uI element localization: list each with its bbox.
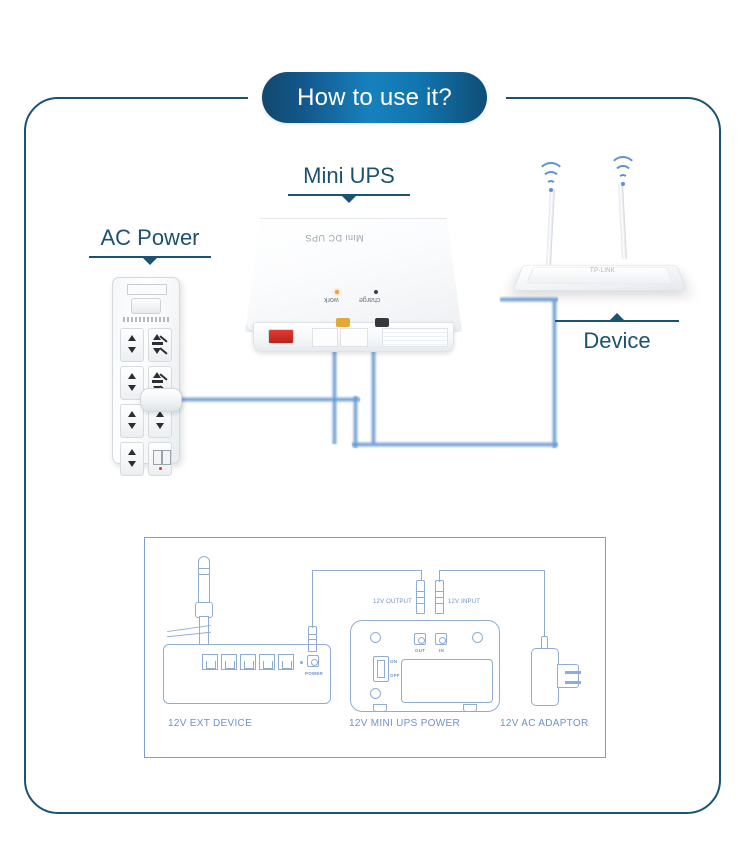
heading-device-label: Device xyxy=(583,328,651,353)
cable-ac-drop xyxy=(352,396,359,448)
charge-led-label: charge xyxy=(359,296,381,303)
mini-ups-top-shell xyxy=(245,218,462,332)
work-led-label: work xyxy=(324,296,339,303)
ethernet-port xyxy=(202,654,218,670)
mini-ups-front-panel xyxy=(253,322,454,352)
adaptor-prong xyxy=(565,671,581,674)
power-strip-rating-label xyxy=(127,284,167,295)
case-screw xyxy=(370,688,381,699)
ethernet-port xyxy=(259,654,275,670)
wifi-router-device: TP-LINK xyxy=(510,156,690,305)
heading-underline xyxy=(288,194,410,203)
charge-led-indicator xyxy=(374,290,378,294)
antenna-band xyxy=(199,568,209,570)
socket-outlet-universal[interactable] xyxy=(148,328,172,362)
heading-ac-power-label: AC Power xyxy=(100,225,200,250)
switch-on-label: ON xyxy=(390,659,398,664)
ups-foot xyxy=(463,704,477,712)
wifi-signal-icon xyxy=(608,156,638,186)
ac-adaptor-body xyxy=(531,648,559,706)
heading-device: Device xyxy=(555,313,679,354)
ext-device-led xyxy=(300,661,303,664)
title-badge: How to use it? xyxy=(262,72,487,123)
router-antenna-left xyxy=(545,187,556,267)
heading-overline xyxy=(555,313,679,322)
ac-adaptor-prong-base xyxy=(557,664,579,688)
ext-device-antenna-tip xyxy=(198,556,210,604)
ext-device-power-label: POWER xyxy=(305,671,324,676)
antenna-band xyxy=(199,574,209,576)
router-antenna-right xyxy=(617,181,628,261)
router-logo: TP-LINK xyxy=(590,268,616,274)
caption-mini-ups-power: 12V MINI UPS POWER xyxy=(349,718,460,729)
mini-ups-spec-sticker xyxy=(382,328,448,347)
socket-outlet[interactable] xyxy=(120,366,144,400)
cable-device-riser xyxy=(551,300,558,448)
socket-outlet[interactable] xyxy=(120,442,144,476)
heading-mini-ups-label: Mini UPS xyxy=(303,163,395,188)
wire-ext-horizontal xyxy=(312,570,422,572)
wire-adaptor-vertical xyxy=(544,570,546,642)
caption-ext-device: 12V EXT DEVICE xyxy=(168,718,253,729)
cable-device-lead xyxy=(500,296,558,303)
ups-in-label: IN xyxy=(439,648,444,653)
mini-ups-power-switch[interactable] xyxy=(268,329,294,344)
usb-port-icon xyxy=(162,450,171,465)
ups-out-jack xyxy=(414,633,426,645)
ext-device-power-jack xyxy=(307,655,319,667)
ac-plug xyxy=(140,388,182,412)
wire-adaptor-horizontal xyxy=(439,570,545,572)
ethernet-port xyxy=(221,654,237,670)
heading-mini-ups: Mini UPS xyxy=(288,163,410,203)
usb-charging-ports[interactable] xyxy=(148,442,172,476)
wire-in-riser xyxy=(439,570,441,582)
cable-ac-horizontal xyxy=(160,396,360,403)
mini-ups-input-port xyxy=(336,318,350,327)
case-screw xyxy=(370,632,381,643)
switch-off-label: OFF xyxy=(390,673,400,678)
cable-bottom-run xyxy=(352,441,558,448)
wifi-signal-icon xyxy=(536,162,566,192)
socket-outlet[interactable] xyxy=(120,328,144,362)
ups-rocker-toggle[interactable] xyxy=(377,660,385,678)
mini-ups-label-sticker xyxy=(312,328,338,347)
power-strip-master-switch[interactable] xyxy=(131,298,161,314)
heading-underline xyxy=(89,256,211,265)
wire-ext-vertical xyxy=(312,570,314,628)
dc-connector-input xyxy=(435,580,444,614)
ups-foot xyxy=(373,704,387,712)
wiring-diagram: POWER 12V OUTPUT 12V INPUT OUT IN ON OFF xyxy=(144,537,606,758)
usb-status-led xyxy=(159,467,162,470)
case-screw xyxy=(472,632,483,643)
label-12v-input: 12V INPUT xyxy=(448,599,481,605)
work-led-indicator xyxy=(335,290,339,294)
dc-connector-output xyxy=(416,580,425,614)
power-strip-brand-text xyxy=(123,317,169,322)
dc-connector-ext xyxy=(308,626,317,652)
mini-ups-device: Mini DC UPS work charge xyxy=(245,218,462,356)
usb-port-icon xyxy=(153,450,162,465)
title-badge-label: How to use it? xyxy=(297,83,452,111)
ethernet-port xyxy=(278,654,294,670)
socket-outlet[interactable] xyxy=(120,404,144,438)
ethernet-port xyxy=(240,654,256,670)
ups-in-jack xyxy=(435,633,447,645)
ups-out-label: OUT xyxy=(415,648,426,653)
power-strip xyxy=(112,277,180,476)
mini-ups-output-port xyxy=(375,318,389,327)
cable-ups-output xyxy=(370,318,377,444)
ups-label-area xyxy=(401,659,493,703)
adaptor-prong xyxy=(565,681,581,684)
mini-ups-brand-label: Mini DC UPS xyxy=(305,233,364,243)
mini-ups-label-sticker xyxy=(340,328,368,347)
heading-ac-power: AC Power xyxy=(89,225,211,265)
label-12v-output: 12V OUTPUT xyxy=(373,599,413,605)
caption-ac-adaptor: 12V AC ADAPTOR xyxy=(500,718,589,729)
cable-ups-input xyxy=(331,318,338,444)
